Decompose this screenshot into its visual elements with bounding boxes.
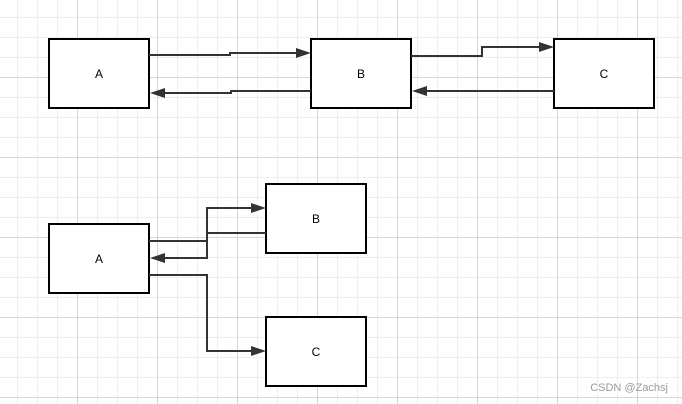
fanout-node-a[interactable]: A [48, 223, 150, 294]
chain-edge-b-to-c-line [411, 46, 540, 57]
chain-edge-c-to-b-arrowhead-icon [412, 86, 427, 96]
chain-node-b-label: B [357, 67, 365, 81]
chain-node-c[interactable]: C [553, 38, 655, 109]
fanout-edge-b-to-a-arrowhead-icon [150, 253, 165, 263]
chain-node-c-box [553, 38, 655, 109]
chain-edge-c-to-b[interactable] [412, 86, 554, 96]
fanout-node-b-box [265, 183, 367, 254]
chain-edge-b-to-a-line [164, 90, 311, 94]
chain-edge-b-to-a[interactable] [150, 88, 311, 98]
fanout-node-a-box [48, 223, 150, 294]
chain-node-a-label: A [95, 67, 103, 81]
diagram-fanout: A B C [48, 183, 367, 387]
fanout-node-a-label: A [95, 252, 103, 266]
fanout-edge-b-to-a-line [164, 232, 266, 259]
chain-node-b[interactable]: B [310, 38, 412, 109]
chain-edge-b-to-c[interactable] [411, 42, 554, 57]
fanout-node-b-label: B [312, 212, 320, 226]
fanout-node-c-box [265, 316, 367, 387]
fanout-edge-a-to-c-line [149, 274, 252, 352]
fanout-node-b[interactable]: B [265, 183, 367, 254]
fanout-node-c[interactable]: C [265, 316, 367, 387]
watermark: CSDN @Zachsj [590, 382, 668, 394]
diagram-chain: A B C [48, 38, 655, 109]
chain-node-c-label: C [600, 67, 609, 81]
chain-edge-a-to-b-line [149, 52, 297, 56]
fanout-edge-a-to-b-line [149, 207, 252, 242]
chain-edge-b-to-c-arrowhead-icon [539, 42, 554, 52]
chain-edge-a-to-b-arrowhead-icon [296, 48, 311, 58]
fanout-node-c-label: C [312, 345, 321, 359]
fanout-edge-a-to-b-arrowhead-icon [251, 203, 266, 213]
fanout-edge-a-to-c-arrowhead-icon [251, 346, 266, 356]
chain-node-a-box [48, 38, 150, 109]
chain-edge-a-to-b[interactable] [149, 48, 311, 58]
fanout-edge-a-to-c[interactable] [149, 274, 266, 356]
chain-node-a[interactable]: A [48, 38, 150, 109]
fanout-edge-b-to-a[interactable] [150, 232, 266, 263]
fanout-edge-a-to-b[interactable] [149, 203, 266, 242]
chain-node-b-box [310, 38, 412, 109]
chain-edge-b-to-a-arrowhead-icon [150, 88, 165, 98]
